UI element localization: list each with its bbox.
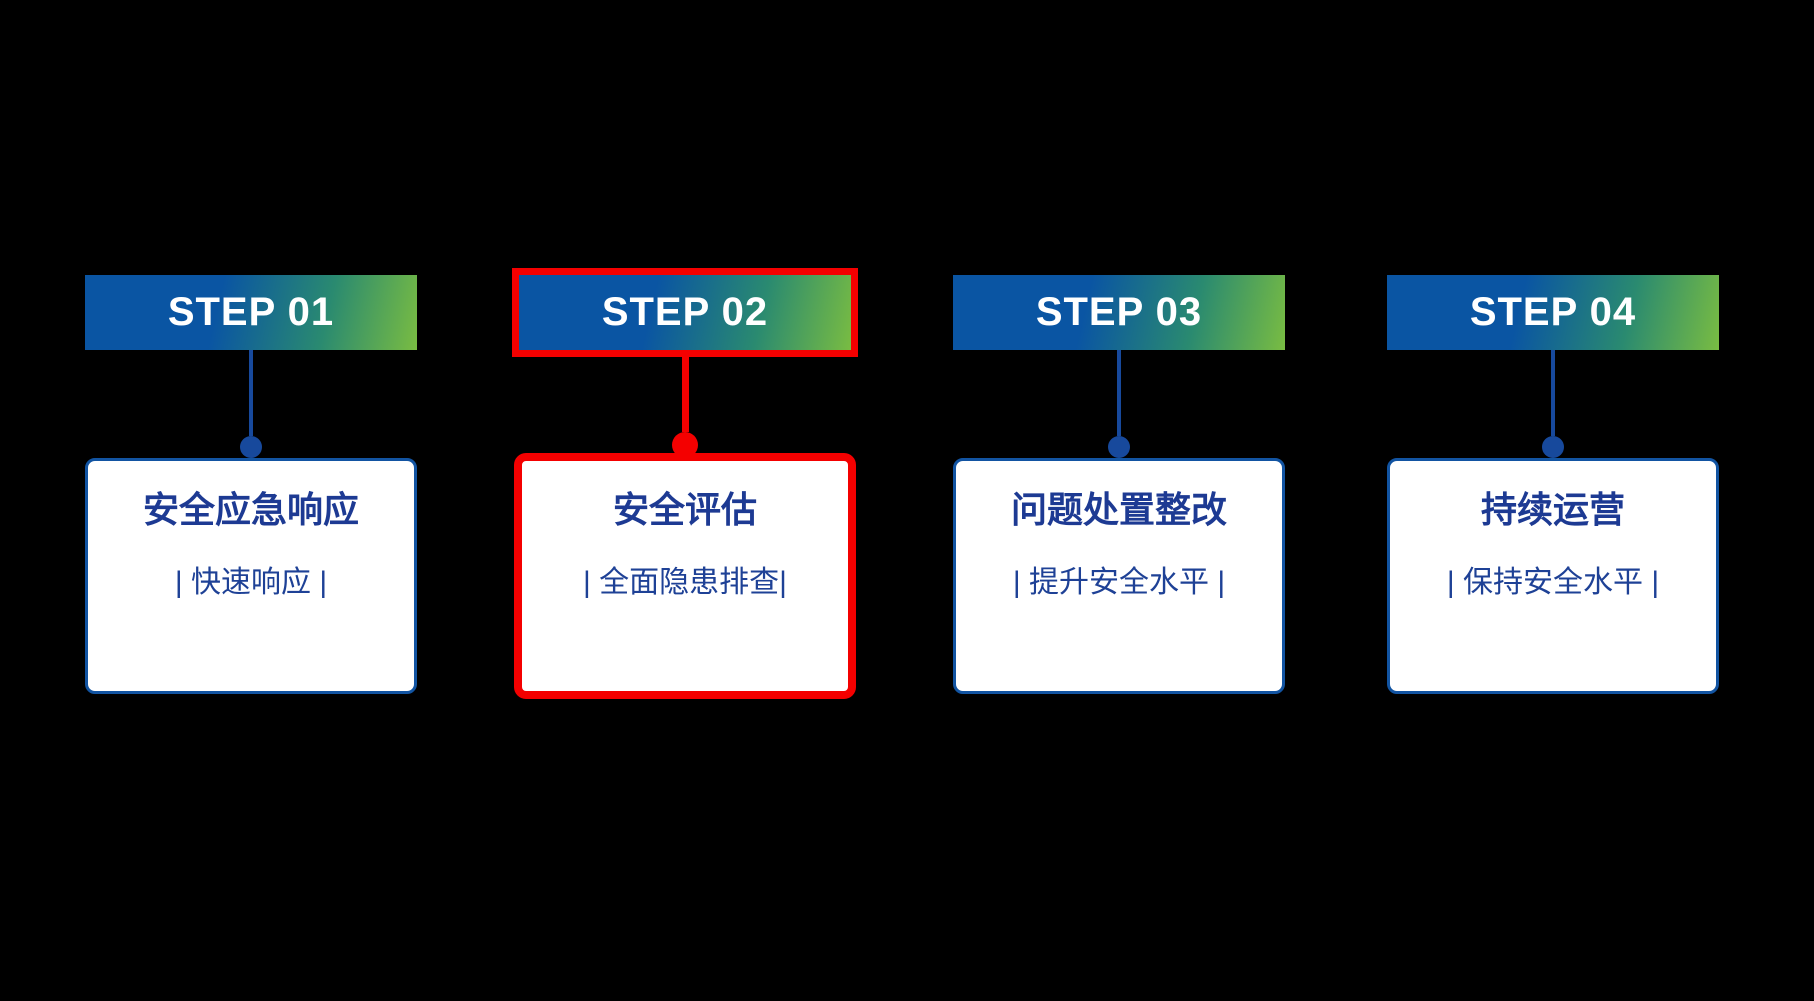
card-title: 安全评估 bbox=[612, 489, 757, 530]
card-subtitle: | 保持安全水平 | bbox=[1446, 566, 1660, 600]
step-01-connector bbox=[240, 350, 262, 458]
step-04-header-bar: STEP 04 bbox=[1387, 275, 1719, 350]
step-column-03: STEP 03 问题处置整改 | 提升安全水平 | bbox=[953, 275, 1285, 694]
step-column-02-highlighted: STEP 02 安全评估 | 全面隐患排查| bbox=[514, 275, 856, 699]
card-subtitle: | 全面隐患排查| bbox=[583, 566, 787, 600]
step-03-header-bar: STEP 03 bbox=[953, 275, 1285, 350]
step-04-label: STEP 04 bbox=[1469, 290, 1637, 334]
card-subtitle: | 快速响应 | bbox=[174, 566, 328, 600]
connector-dot bbox=[240, 436, 262, 458]
step-column-04: STEP 04 持续运营 | 保持安全水平 | bbox=[1387, 275, 1719, 694]
step-column-01: STEP 01 安全应急响应 | 快速响应 | bbox=[85, 275, 417, 694]
step-02-label: STEP 02 bbox=[601, 290, 769, 334]
step-04-card: 持续运营 | 保持安全水平 | bbox=[1387, 458, 1719, 694]
card-title: 持续运营 bbox=[1480, 489, 1625, 530]
step-01-card: 安全应急响应 | 快速响应 | bbox=[85, 458, 417, 694]
step-02-header-bar: STEP 02 bbox=[519, 275, 851, 350]
card-title: 安全应急响应 bbox=[142, 489, 359, 530]
step-03-label: STEP 03 bbox=[1035, 290, 1203, 334]
connector-line bbox=[249, 350, 253, 436]
step-02-card: 安全评估 | 全面隐患排查| bbox=[514, 453, 856, 699]
connector-dot bbox=[1542, 436, 1564, 458]
connector-line bbox=[681, 350, 689, 432]
card-subtitle: | 提升安全水平 | bbox=[1012, 566, 1226, 600]
connector-line bbox=[1117, 350, 1121, 436]
step-03-connector bbox=[1108, 350, 1130, 458]
step-04-connector bbox=[1542, 350, 1564, 458]
connector-line bbox=[1551, 350, 1555, 436]
step-01-label: STEP 01 bbox=[167, 290, 335, 334]
step-03-card: 问题处置整改 | 提升安全水平 | bbox=[953, 458, 1285, 694]
card-title: 问题处置整改 bbox=[1010, 489, 1227, 530]
step-02-connector bbox=[672, 350, 698, 458]
step-01-header-bar: STEP 01 bbox=[85, 275, 417, 350]
connector-dot bbox=[1108, 436, 1130, 458]
